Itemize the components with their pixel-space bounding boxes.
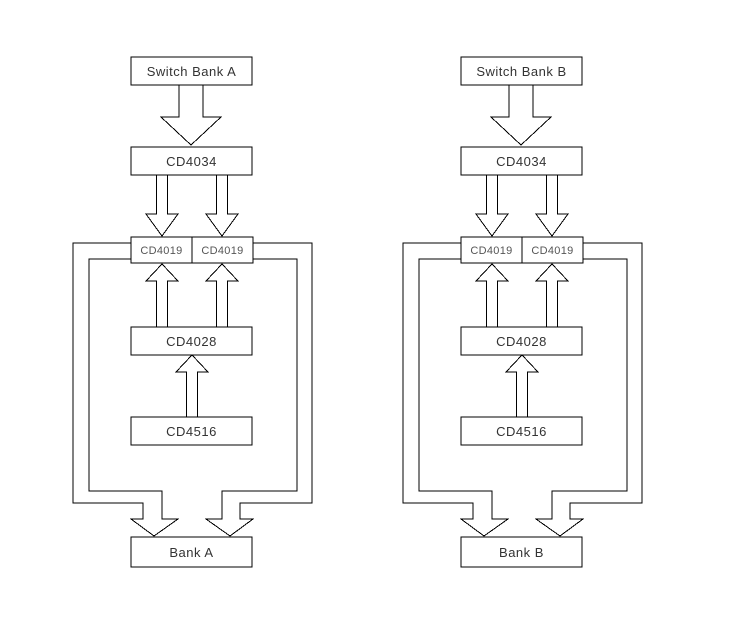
bank-b-cd4019-right-box (521, 236, 584, 264)
bank-a-cd4028-box (130, 326, 253, 356)
bank-b-arrow-cd4028-to-cd4019-right (534, 263, 570, 328)
bank-a-arrow-cd4034-to-cd4019-left (145, 174, 179, 237)
switch-bank-a-box (130, 56, 253, 86)
bank-a-cd4034-label: CD4034 (166, 154, 217, 169)
bank-b-cd4028-box (460, 326, 583, 356)
bank-a-cd4516-box (130, 416, 253, 446)
bank-a-cd4516-label: CD4516 (166, 424, 217, 439)
bank-a-arrow-cd4028-to-cd4019-left (144, 263, 180, 328)
bank-a-cd4019-right-box (191, 236, 254, 264)
bank-a-output-box (130, 536, 253, 568)
bank-a-right-feedback-channel (204, 242, 313, 537)
bank-b-diagram: Switch Bank B CD4034 CD4019 CD4019 CD402… (402, 56, 643, 568)
bank-b-right-feedback-channel (534, 242, 643, 537)
bank-a-cd4019-right-label: CD4019 (201, 245, 243, 257)
bank-b-output-box (460, 536, 583, 568)
bank-a-cd4019-left-box (130, 236, 193, 264)
bank-b-output-label: Bank B (499, 545, 544, 560)
bank-b-cd4034-box (460, 146, 583, 176)
bank-a-arrow-cd4034-to-cd4019-right (205, 174, 239, 237)
bank-a-arrow-switch-to-cd4034 (159, 84, 223, 146)
bank-b-left-feedback-channel (402, 242, 510, 537)
bank-a-arrow-cd4516-to-cd4028 (174, 354, 210, 418)
bank-a-cd4034-box (130, 146, 253, 176)
bank-a-cd4028-label: CD4028 (166, 334, 217, 349)
bank-a-left-feedback-channel (72, 242, 180, 537)
bank-b-arrow-cd4034-to-cd4019-left (475, 174, 509, 237)
bank-b-cd4028-label: CD4028 (496, 334, 547, 349)
bank-b-arrow-switch-to-cd4034 (489, 84, 553, 146)
switch-bank-b-label: Switch Bank B (476, 64, 566, 79)
bank-b-arrow-cd4028-to-cd4019-left (474, 263, 510, 328)
bank-b-cd4516-box (460, 416, 583, 446)
bank-a-cd4019-left-label: CD4019 (140, 245, 182, 257)
bank-b-arrow-cd4516-to-cd4028 (504, 354, 540, 418)
switch-bank-a-label: Switch Bank A (147, 64, 237, 79)
switch-bank-b-box (460, 56, 583, 86)
bank-a-diagram: Switch Bank A CD4034 CD4019 CD4019 CD402… (72, 56, 313, 568)
bank-b-cd4019-left-box (460, 236, 523, 264)
bank-b-arrow-cd4034-to-cd4019-right (535, 174, 569, 237)
bank-b-cd4034-label: CD4034 (496, 154, 547, 169)
bank-a-arrow-cd4028-to-cd4019-right (204, 263, 240, 328)
bank-b-cd4516-label: CD4516 (496, 424, 547, 439)
bank-b-cd4019-right-label: CD4019 (531, 245, 573, 257)
bank-a-output-label: Bank A (169, 545, 213, 560)
bank-b-cd4019-left-label: CD4019 (470, 245, 512, 257)
